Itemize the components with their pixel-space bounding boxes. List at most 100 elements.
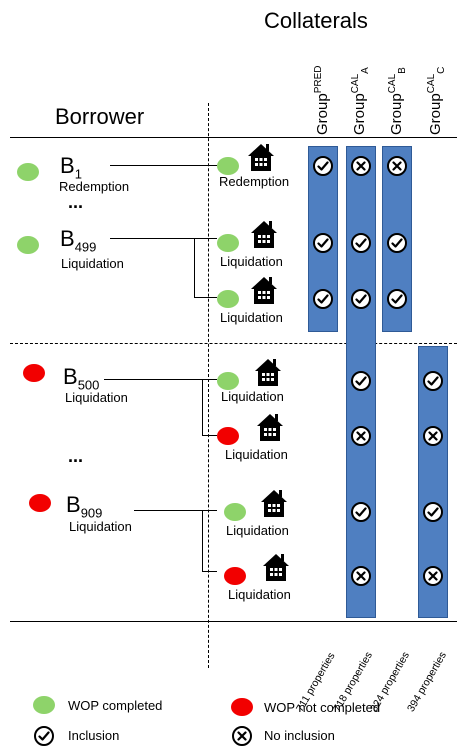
property-label: Liquidation bbox=[226, 523, 289, 538]
connector-line bbox=[104, 379, 217, 380]
cross-icon bbox=[351, 566, 371, 586]
column-header-base: Group bbox=[351, 93, 368, 135]
borrower-name: B1 bbox=[60, 153, 82, 181]
connector-line bbox=[202, 435, 217, 436]
borrower-status: Liquidation bbox=[61, 256, 124, 271]
legend-inclusion: Inclusion bbox=[68, 728, 120, 743]
property-label: Redemption bbox=[219, 174, 290, 189]
check-icon bbox=[351, 502, 371, 522]
column-header-sup: CAL bbox=[387, 73, 398, 94]
ellipsis: ... bbox=[68, 446, 84, 466]
cross-icon bbox=[423, 566, 443, 586]
middle-divider bbox=[10, 343, 457, 344]
column-header-base: Group bbox=[427, 93, 444, 135]
ellipsis: ... bbox=[68, 192, 84, 212]
connector-line bbox=[134, 510, 217, 511]
borrower-status: Liquidation bbox=[65, 390, 128, 405]
column-header-sub: A bbox=[360, 67, 371, 74]
column-header-group-pred: GroupPRED bbox=[313, 66, 331, 136]
borrower-name-sub: 500 bbox=[77, 377, 100, 393]
check-icon bbox=[423, 371, 443, 391]
column-header-sup: CAL bbox=[350, 73, 361, 94]
legend-wop-not-completed: WOP not completed bbox=[264, 700, 381, 715]
column-header-sup: CAL bbox=[426, 73, 437, 94]
connector-line bbox=[194, 238, 195, 298]
property-dot bbox=[217, 372, 239, 390]
column-separator bbox=[208, 103, 209, 668]
property-dot bbox=[217, 234, 239, 252]
borrower-dot bbox=[23, 364, 45, 382]
legend-red-dot bbox=[231, 698, 253, 716]
connector-line bbox=[194, 297, 217, 298]
borrower-dot bbox=[17, 236, 39, 254]
property-dot bbox=[217, 290, 239, 308]
collaterals-title: Collaterals bbox=[264, 8, 368, 33]
borrower-status: Redemption bbox=[59, 179, 130, 194]
property-label: Liquidation bbox=[225, 447, 288, 462]
column-header-group-cal-c: GroupCALC bbox=[426, 67, 447, 135]
legend-wop-completed: WOP completed bbox=[68, 698, 163, 713]
borrower-name-base: B bbox=[66, 492, 81, 517]
borrower-name-base: B bbox=[63, 364, 78, 389]
column-header-base: Group bbox=[314, 93, 331, 135]
borrower-name-sub: 909 bbox=[80, 505, 103, 521]
connector-line bbox=[110, 165, 217, 166]
borrower-name: B500 bbox=[63, 364, 99, 392]
connector-line bbox=[202, 571, 217, 572]
property-label: Liquidation bbox=[220, 310, 283, 325]
borrower-name-sub: 499 bbox=[74, 239, 97, 255]
property-dot bbox=[224, 567, 246, 585]
column-header-group-cal-a: GroupCALA bbox=[350, 67, 371, 135]
check-icon bbox=[351, 233, 371, 253]
check-icon bbox=[387, 289, 407, 309]
check-icon bbox=[387, 233, 407, 253]
legend-no-inclusion: No inclusion bbox=[264, 728, 335, 743]
house-icon bbox=[250, 275, 278, 305]
check-icon bbox=[351, 371, 371, 391]
legend-green-dot bbox=[33, 696, 55, 714]
column-header-group-cal-b: GroupCALB bbox=[387, 67, 408, 135]
borrower-dot bbox=[29, 494, 51, 512]
borrower-name-base: B bbox=[60, 153, 75, 178]
property-label: Liquidation bbox=[220, 254, 283, 269]
borrower-name: B909 bbox=[66, 492, 102, 520]
check-icon bbox=[313, 233, 333, 253]
house-icon bbox=[250, 219, 278, 249]
property-label: Liquidation bbox=[221, 389, 284, 404]
cross-icon bbox=[387, 156, 407, 176]
property-count: 394 properties bbox=[405, 649, 449, 714]
borrower-status: Liquidation bbox=[69, 519, 132, 534]
borrower-dot bbox=[17, 163, 39, 181]
legend-check-icon bbox=[34, 726, 54, 746]
cross-icon bbox=[351, 426, 371, 446]
house-icon bbox=[260, 488, 288, 518]
bottom-divider bbox=[10, 621, 457, 622]
column-header-sub: C bbox=[436, 66, 447, 74]
house-icon bbox=[262, 552, 290, 582]
house-icon bbox=[256, 412, 284, 442]
cross-icon bbox=[423, 426, 443, 446]
legend-cross-icon bbox=[232, 726, 252, 746]
borrower-title: Borrower bbox=[55, 104, 145, 129]
connector-line bbox=[202, 379, 203, 436]
property-dot bbox=[217, 427, 239, 445]
property-label: Liquidation bbox=[228, 587, 291, 602]
check-icon bbox=[423, 502, 443, 522]
property-dot bbox=[217, 157, 239, 175]
house-icon bbox=[254, 357, 282, 387]
house-icon bbox=[247, 142, 275, 172]
column-header-sub: B bbox=[397, 67, 408, 74]
connector-line bbox=[202, 510, 203, 572]
connector-line bbox=[110, 238, 217, 239]
property-dot bbox=[224, 503, 246, 521]
check-icon bbox=[351, 289, 371, 309]
check-icon bbox=[313, 289, 333, 309]
borrower-name: B499 bbox=[60, 226, 96, 254]
borrower-name-base: B bbox=[60, 226, 75, 251]
cross-icon bbox=[351, 156, 371, 176]
column-header-sup: PRED bbox=[313, 65, 324, 94]
check-icon bbox=[313, 156, 333, 176]
top-divider bbox=[10, 137, 457, 138]
column-header-base: Group bbox=[388, 93, 405, 135]
